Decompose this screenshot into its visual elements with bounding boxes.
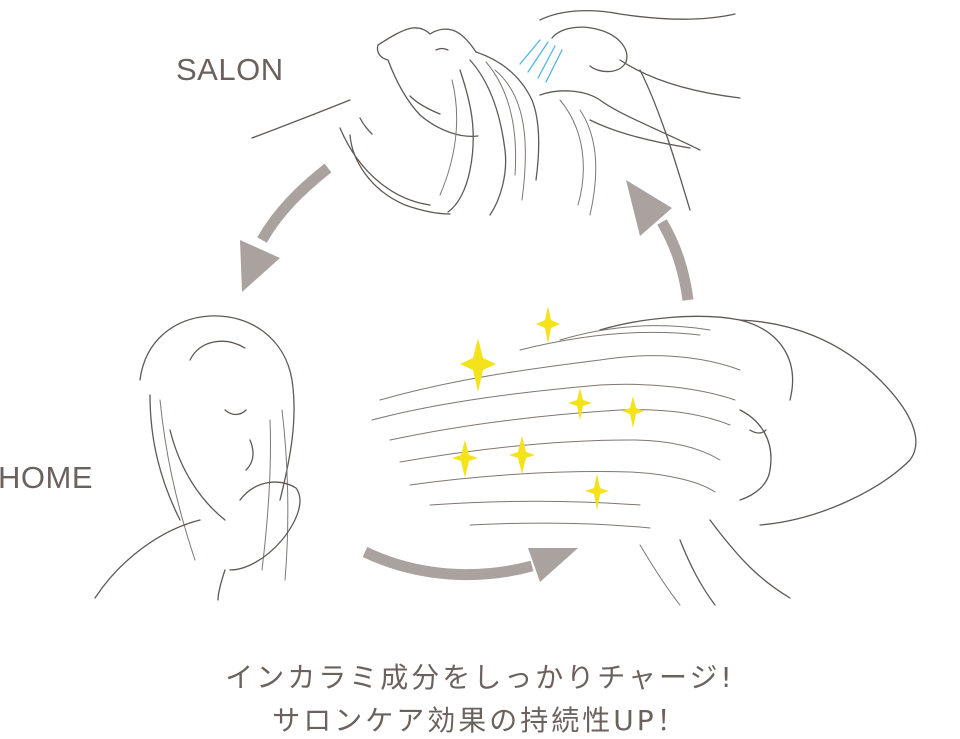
- sparkle-icon: [585, 474, 609, 510]
- sparkle-icon: [460, 338, 496, 392]
- arrow-shine-to-salon: [657, 219, 694, 301]
- hair-shine-illustration: [371, 315, 917, 606]
- sparkles: [452, 306, 644, 510]
- sparkle-icon: [622, 396, 644, 428]
- salon-label: SALON: [176, 52, 284, 87]
- sparkle-icon: [568, 388, 592, 420]
- sparkle-icon: [452, 440, 478, 478]
- arrow-head-salon-to-home: [240, 240, 280, 292]
- cycle-arrows: [240, 163, 694, 582]
- caption-line-2: サロンケア効果の持続性UP！: [272, 704, 688, 737]
- caption-line-1: インカラミ成分をしっかりチャージ!: [225, 661, 735, 694]
- sparkle-icon: [509, 436, 535, 474]
- arrow-head-home-to-shine: [528, 548, 578, 582]
- salon-shampoo-illustration: [251, 9, 741, 216]
- arrow-head-shine-to-salon: [626, 180, 672, 236]
- home-hair-care-illustration: [94, 315, 301, 601]
- arrow-salon-to-home: [257, 163, 332, 243]
- arrow-home-to-shine: [362, 547, 534, 581]
- home-label: HOME: [0, 460, 93, 495]
- sparkle-icon: [536, 306, 560, 344]
